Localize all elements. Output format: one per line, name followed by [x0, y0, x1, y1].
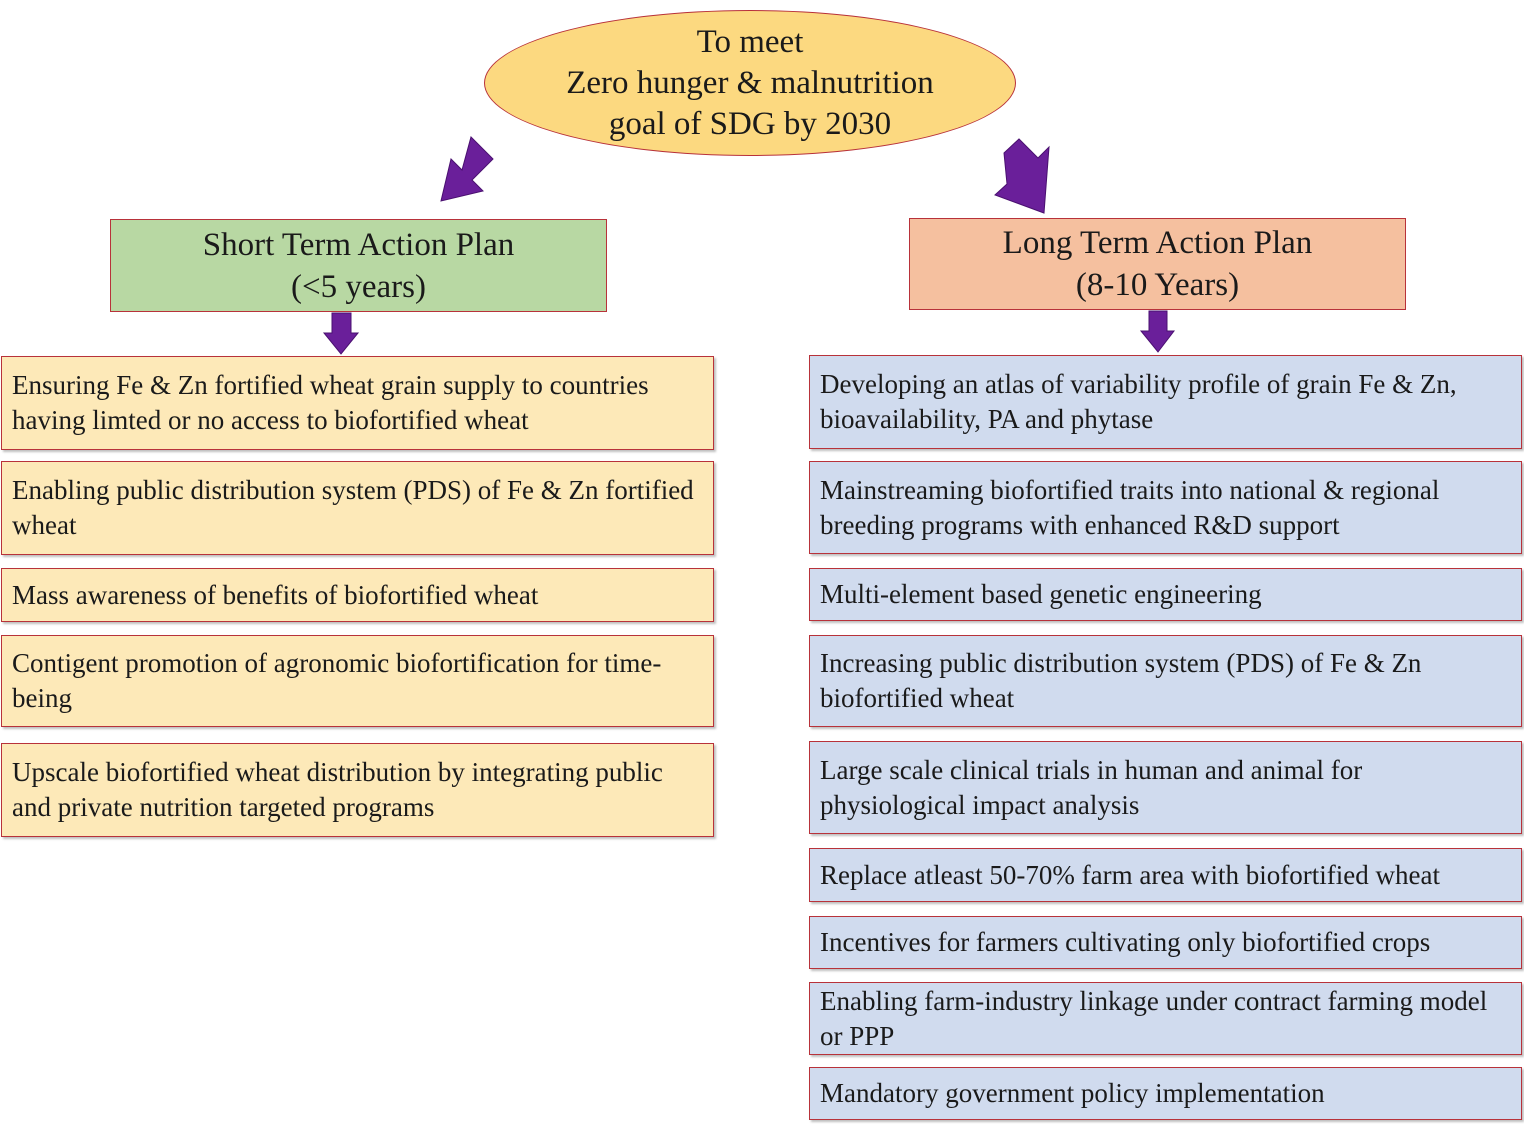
- long-term-item: Mandatory government policy implementati…: [809, 1067, 1522, 1120]
- short-term-item: Mass awareness of benefits of biofortifi…: [1, 568, 714, 622]
- long-term-duration: (8-10 Years): [1075, 267, 1240, 303]
- goal-line-1: To meet: [696, 23, 804, 60]
- short-term-item: Ensuring Fe & Zn fortified wheat grain s…: [1, 356, 714, 450]
- arrow-goal-to-short: [440, 136, 494, 202]
- long-term-title: Long Term Action Plan: [1002, 225, 1313, 261]
- goal-line-3: goal of SDG by 2030: [608, 105, 892, 142]
- long-term-item: Replace atleast 50-70% farm area with bi…: [809, 848, 1522, 902]
- long-term-item: Increasing public distribution system (P…: [809, 635, 1522, 727]
- short-term-item: Contigent promotion of agronomic biofort…: [1, 635, 714, 727]
- long-term-item: Mainstreaming biofortified traits into n…: [809, 461, 1522, 554]
- arrow-short-down: [322, 312, 360, 355]
- long-term-item: Developing an atlas of variability profi…: [809, 355, 1522, 449]
- long-term-item: Multi-element based genetic engineering: [809, 568, 1522, 621]
- short-term-plan-header: Short Term Action Plan (<5 years): [110, 219, 607, 312]
- short-term-duration: (<5 years): [291, 268, 426, 305]
- long-term-plan-header: Long Term Action Plan (8-10 Years): [909, 218, 1406, 310]
- long-term-item: Incentives for farmers cultivating only …: [809, 916, 1522, 969]
- long-term-item: Enabling farm-industry linkage under con…: [809, 982, 1522, 1055]
- arrow-goal-to-long: [994, 138, 1050, 214]
- long-term-item: Large scale clinical trials in human and…: [809, 741, 1522, 834]
- arrow-long-down: [1139, 310, 1176, 353]
- short-term-item: Upscale biofortified wheat distribution …: [1, 743, 714, 837]
- goal-ellipse: To meet Zero hunger & malnutrition goal …: [484, 10, 1016, 156]
- goal-line-2: Zero hunger & malnutrition: [566, 64, 934, 101]
- short-term-title: Short Term Action Plan: [202, 226, 515, 263]
- short-term-item: Enabling public distribution system (PDS…: [1, 461, 714, 555]
